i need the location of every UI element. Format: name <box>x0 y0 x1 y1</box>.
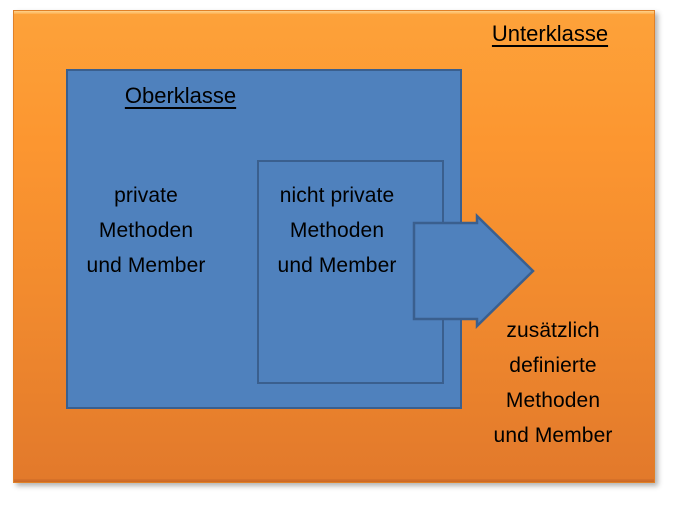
inheritance-arrow-icon <box>412 213 535 329</box>
unterklasse-box[interactable] <box>13 10 655 483</box>
zusaetzliche-methods-label: zusätzlich definierte Methoden und Membe… <box>493 319 613 447</box>
unterklasse-title: Unterklasse <box>491 21 609 46</box>
oberklasse-title: Oberklasse <box>124 83 237 108</box>
nicht-private-methods-label: nicht private Methoden und Member <box>277 184 397 277</box>
arrow-shape <box>412 213 535 329</box>
private-methods-label: private Methoden und Member <box>86 184 206 277</box>
